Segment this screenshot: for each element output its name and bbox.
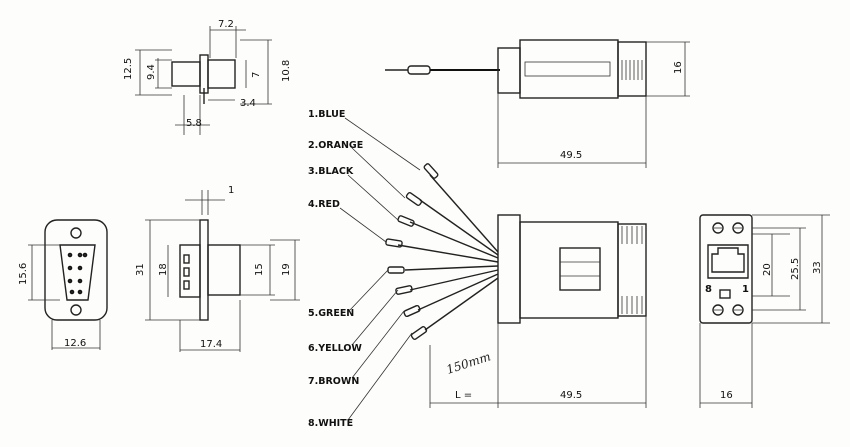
wire-labels: 1.BLUE 2.ORANGE 3.BLACK 4.RED 5.GREEN 6.… (308, 109, 363, 429)
dim-5-8: 5.8 (186, 118, 202, 129)
end-view-shell (699, 214, 753, 324)
wire-label-8: 8.WHITE (308, 418, 353, 429)
side-body-left (179, 244, 201, 298)
adapter-body-main (519, 221, 619, 319)
dim-16-top: 16 (673, 61, 684, 74)
wire-label-1: 1.BLUE (308, 109, 345, 120)
db9-pins (67, 252, 88, 295)
leader-lines (339, 117, 421, 421)
wire-bundle (385, 163, 499, 340)
db9-side-view: 1 31 18 15 19 17.4 (135, 185, 300, 352)
dim-17-4: 17.4 (200, 339, 222, 350)
dim-15-6: 15.6 (18, 263, 29, 285)
db9-front-view: 15.6 12.6 (18, 219, 108, 350)
cable-length-note: 150mm (445, 349, 493, 376)
dim-3-4: 3.4 (240, 98, 256, 109)
dim-12-5: 12.5 (123, 58, 134, 80)
top-connector-flange (199, 54, 209, 94)
mount-hole-top (70, 227, 82, 239)
dim-9-4: 9.4 (146, 64, 157, 80)
wire-label-4: 4.RED (308, 199, 340, 210)
db9-trapezoid (59, 244, 96, 301)
wire-label-5: 5.GREEN (308, 308, 354, 319)
pin-8-label: 8 (705, 284, 712, 295)
cable-length-label: L = (455, 390, 472, 401)
dim-1: 1 (228, 185, 234, 196)
side-body-right (207, 244, 241, 296)
dim-16-end: 16 (720, 390, 733, 401)
dim-31: 31 (135, 263, 146, 276)
wire-label-2: 2.ORANGE (308, 140, 363, 151)
dim-25-5: 25.5 (790, 258, 801, 280)
wire-label-7: 7.BROWN (308, 376, 359, 387)
dim-49-5-top: 49.5 (560, 150, 582, 161)
wire-label-3: 3.BLACK (308, 166, 354, 177)
top-connector-body (207, 59, 236, 89)
dim-7-2: 7.2 (218, 19, 234, 30)
dim-7: 7 (251, 72, 262, 78)
adapter-main-view: L = 150mm 49.5 (339, 117, 647, 421)
dim-18: 18 (158, 263, 169, 276)
rj45-jack (707, 244, 749, 279)
top-connector-view: 7.2 12.5 9.4 7 10.8 5.8 3.4 (123, 19, 292, 135)
dim-49-5-bottom: 49.5 (560, 390, 582, 401)
dim-12-6: 12.6 (64, 338, 86, 349)
dim-15: 15 (254, 263, 265, 276)
top-connector-shell-left (171, 61, 201, 87)
mount-hole-bottom (70, 304, 82, 316)
dim-19: 19 (281, 263, 292, 276)
dim-20: 20 (762, 263, 773, 276)
db9-shell (44, 219, 108, 321)
wire-label-6: 6.YELLOW (308, 343, 362, 354)
side-flange (199, 219, 209, 321)
adapter-top-view: 16 49.5 (385, 39, 690, 168)
dim-10-8: 10.8 (281, 60, 292, 82)
dim-33: 33 (812, 261, 823, 274)
adapter-body-top (519, 39, 619, 99)
rj45-end-view: 8 1 20 25.5 33 16 (699, 214, 830, 408)
pin-1-label: 1 (742, 284, 749, 295)
